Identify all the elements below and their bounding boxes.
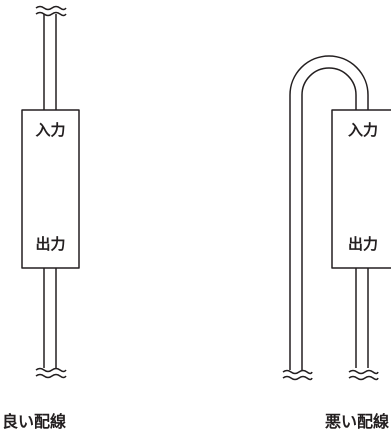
top-break-mark	[35, 5, 67, 17]
good-input-label: 入力	[35, 121, 65, 139]
bad-output-label: 出力	[348, 235, 378, 253]
bad-wiring-caption: 悪い配線	[325, 412, 389, 431]
loop-break-mark	[282, 369, 313, 381]
device-box	[331, 109, 391, 269]
bad-wiring-figure	[282, 55, 391, 381]
good-output-label: 出力	[35, 235, 65, 253]
good-wiring-figure	[21, 5, 80, 379]
bottom-break-mark	[35, 367, 67, 379]
loop-cable-outer-wire	[289, 55, 369, 370]
good-wiring-caption: 良い配線	[2, 412, 66, 431]
bad-input-label: 入力	[348, 121, 378, 139]
device-box	[21, 109, 80, 269]
bottom-break-mark	[348, 369, 379, 381]
loop-cable-inner-wire	[301, 67, 357, 370]
